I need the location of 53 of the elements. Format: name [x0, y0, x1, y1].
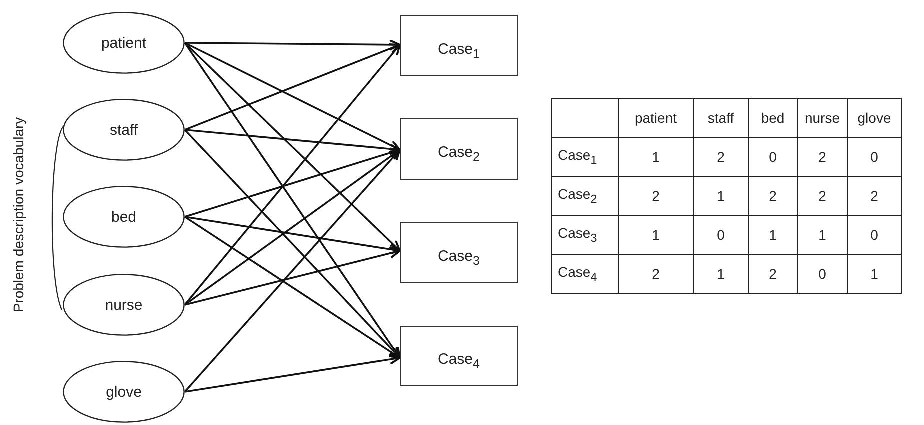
data-value: 1	[848, 254, 902, 294]
data-value: 0	[848, 216, 902, 254]
term-ellipse	[63, 186, 185, 248]
column-header: staff	[694, 98, 748, 138]
arrow	[184, 149, 401, 306]
case-box	[400, 222, 518, 283]
term-label: staff	[110, 122, 138, 138]
data-value: 0	[748, 138, 798, 176]
data-value: 1	[694, 176, 748, 216]
term-label: bed	[111, 208, 137, 226]
data-value: 1	[694, 254, 748, 294]
column-header: bed	[748, 98, 798, 138]
row-header: Case$_{4}$	[552, 254, 618, 294]
case-label: Case$_{1}$	[438, 40, 480, 60]
data-value: 2	[798, 176, 848, 216]
data-value: 2	[748, 176, 798, 216]
column-header: patient	[618, 98, 694, 138]
case-box	[400, 326, 518, 386]
data-value: 2	[848, 176, 902, 216]
arrow	[184, 44, 401, 306]
data-value: 2	[748, 254, 798, 294]
term-label: patient	[101, 34, 147, 52]
data-value: 0	[694, 216, 748, 254]
arrow	[184, 354, 401, 393]
row-header: Case$_{2}$	[552, 176, 618, 216]
data-value: 1	[618, 138, 694, 176]
data-value: 1	[748, 216, 798, 254]
data-value: 1	[798, 216, 848, 254]
term-ellipse	[63, 361, 185, 423]
data-value: 1	[618, 216, 694, 254]
data-value: 0	[798, 254, 848, 294]
case-label: Case$_{4}$	[438, 351, 480, 371]
arrow	[184, 248, 401, 306]
term-ellipse	[63, 12, 185, 74]
term-label: nurse	[105, 296, 143, 314]
row-header: Case$_{3}$	[552, 216, 618, 254]
case-box	[400, 118, 518, 180]
axis-label: Problem description vocabulary	[10, 117, 26, 313]
row-header: Case$_{1}$	[552, 138, 618, 176]
term-ellipse	[63, 274, 185, 336]
data-value: 2	[618, 176, 694, 216]
data-value: 2	[618, 254, 694, 294]
column-header: glove	[848, 98, 902, 138]
case-label: Case$_{3}$	[438, 248, 480, 268]
case-label: Case$_{2}$	[438, 144, 480, 164]
term-label: glove	[106, 384, 142, 400]
term-ellipse	[63, 99, 185, 161]
data-value: 2	[694, 138, 748, 176]
data-value: 0	[848, 138, 902, 176]
case-box	[400, 15, 518, 76]
column-header: nurse	[798, 98, 848, 138]
arrow	[184, 42, 401, 151]
data-value: 2	[798, 138, 848, 176]
